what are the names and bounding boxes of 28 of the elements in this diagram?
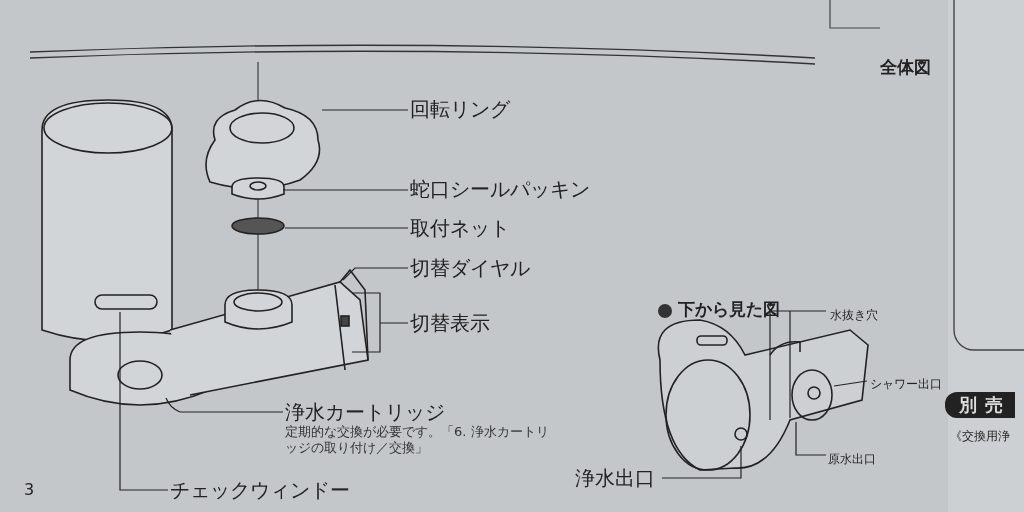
leader-line xyxy=(119,311,169,491)
part-label: チェックウィンドー xyxy=(170,478,350,502)
leader-line xyxy=(769,310,827,421)
leader-line xyxy=(795,421,827,456)
leader-line xyxy=(351,292,409,353)
note-text: 定期的な交換が必要です。「6. 浄水カートリッジの取り付け／交換」 xyxy=(285,424,550,456)
part-label: 水抜き穴 xyxy=(830,308,878,322)
page-number: 3 xyxy=(24,480,35,499)
part-label: 原水出口 xyxy=(828,452,876,466)
view-heading: 下から見た図 xyxy=(678,298,780,321)
section-badge: 別売 xyxy=(945,392,1015,418)
part-label: 蛇口シールパッキン xyxy=(410,177,590,201)
leader-line xyxy=(342,267,409,281)
part-label: 回転リング xyxy=(410,97,510,121)
section-title: 全体図 xyxy=(880,56,931,79)
part-label: シャワー出口 xyxy=(870,377,942,391)
part-label: 取付ネット xyxy=(410,216,510,240)
note-text: 《交換用浄 xyxy=(950,428,1010,445)
leader-line xyxy=(284,227,409,229)
leader-line xyxy=(321,109,409,111)
part-label: 浄水出口 xyxy=(575,466,655,490)
leader-line xyxy=(661,445,742,479)
leader-line xyxy=(282,189,409,191)
part-label: 切替表示 xyxy=(410,311,490,335)
leader-line xyxy=(165,397,284,413)
part-label: 浄水カートリッジ xyxy=(285,400,445,424)
part-label: 切替ダイヤル xyxy=(410,256,530,280)
leader-line xyxy=(833,380,868,387)
